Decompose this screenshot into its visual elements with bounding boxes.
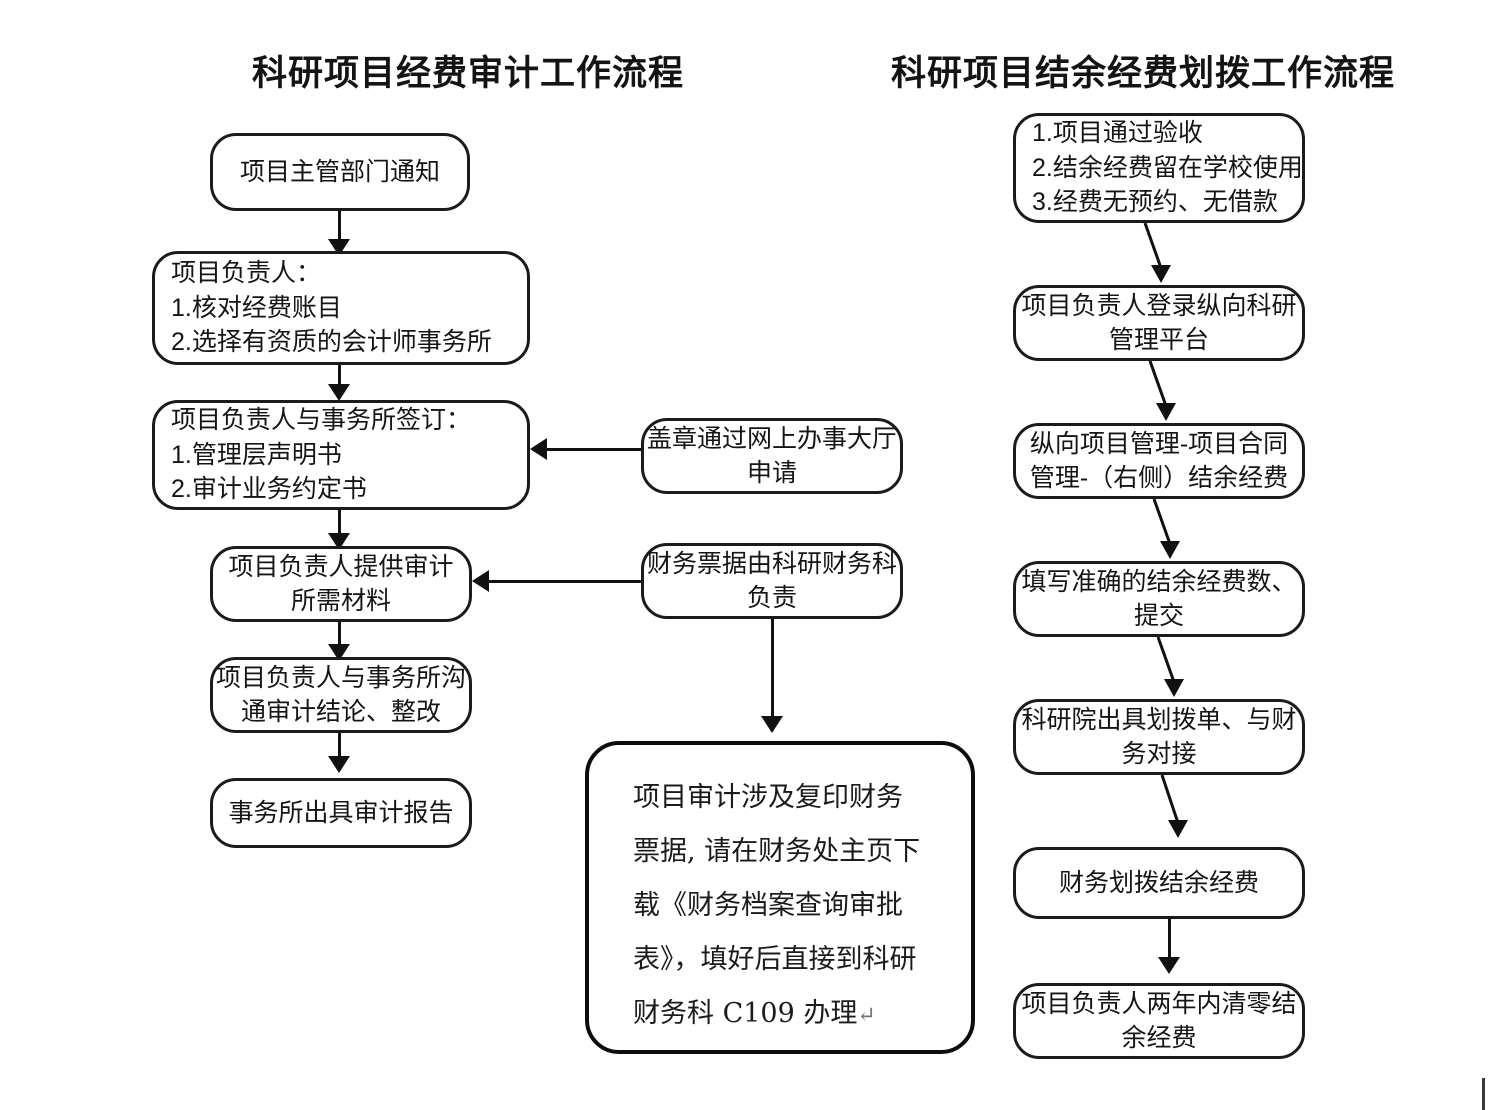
node-left-3-line-2: 1.管理层声明书 [171, 440, 342, 469]
node-right-5-line-2: 务对接 [1121, 740, 1197, 768]
node-right-3-line-1: 纵向项目管理-项目合同 [1029, 429, 1289, 458]
connector-middle-1-to-left-3 [547, 448, 641, 451]
node-right-4: 填写准确的结余经费数、 提交 [1013, 561, 1305, 637]
node-left-5-line-2: 通审计结论、整改 [240, 698, 441, 726]
node-left-3: 项目负责人与事务所签订： 1.管理层声明书 2.审计业务约定书 [152, 400, 530, 510]
note-box: 项目审计涉及复印财务 票据, 请在财务处主页下 载《财务档案查询审批 表》，填好… [585, 741, 975, 1054]
node-right-2-line-2: 管理平台 [1108, 326, 1209, 354]
node-right-6: 财务划拨结余经费 [1013, 847, 1305, 919]
note-line-2: 票据, 请在财务处主页下 [633, 836, 921, 867]
connector-right-6-7 [1168, 919, 1171, 967]
connector-right-1-2 [1143, 223, 1171, 283]
node-left-4-line-2: 所需材料 [290, 587, 391, 615]
node-right-2: 项目负责人登录纵向科研 管理平台 [1013, 285, 1305, 361]
node-right-6-line-1: 财务划拨结余经费 [1058, 868, 1259, 897]
connector-right-4-5 [1156, 637, 1184, 697]
connector-middle-2-to-left-4 [489, 580, 641, 583]
node-right-2-line-1: 项目负责人登录纵向科研 [1021, 291, 1297, 320]
node-right-1: 1.项目通过验收 2.结余经费留在学校使用 3.经费无预约、无借款 [1013, 113, 1305, 223]
node-right-7-line-1: 项目负责人两年内清零结 [1021, 989, 1297, 1018]
arrowhead-left-2-3 [328, 384, 350, 401]
node-left-1-line-1: 项目主管部门通知 [239, 157, 440, 186]
connector-left-5-6 [338, 733, 341, 766]
node-left-5-line-1: 项目负责人与事务所沟 [215, 663, 466, 692]
right-flow-title: 科研项目结余经费划拨工作流程 [891, 54, 1396, 93]
node-right-7: 项目负责人两年内清零结 余经费 [1013, 983, 1305, 1059]
node-right-4-line-2: 提交 [1133, 602, 1184, 630]
node-right-7-line-2: 余经费 [1121, 1024, 1197, 1052]
note-line-5-text: 财务科 C109 办理 [633, 998, 858, 1029]
arrowhead-left-4-5 [328, 644, 350, 661]
connector-left-4-5 [338, 622, 341, 654]
node-right-1-line-2: 2.结余经费留在学校使用 [1032, 153, 1303, 182]
node-right-4-line-1: 填写准确的结余经费数、 [1021, 567, 1297, 596]
connector-left-3-4 [338, 510, 341, 543]
connector-right-5-6 [1160, 775, 1188, 838]
node-right-5-line-1: 科研院出具划拨单、与财 [1021, 705, 1297, 734]
node-left-6-line-1: 事务所出具审计报告 [228, 798, 454, 827]
connector-middle-2-to-note [771, 619, 774, 723]
node-right-5: 科研院出具划拨单、与财 务对接 [1013, 699, 1305, 775]
node-left-5: 项目负责人与事务所沟 通审计结论、整改 [210, 657, 472, 733]
node-left-2-line-3: 2.选择有资质的会计师事务所 [171, 328, 492, 357]
node-middle-2-line-1: 财务票据由科研财务科 [646, 549, 897, 578]
node-right-3: 纵向项目管理-项目合同 管理-（右侧）结余经费 [1013, 423, 1305, 499]
connector-left-1-2 [338, 211, 341, 249]
left-flow-title: 科研项目经费审计工作流程 [252, 54, 685, 93]
node-left-3-line-3: 2.审计业务约定书 [171, 475, 367, 504]
note-line-1: 项目审计涉及复印财务 [633, 782, 903, 813]
note-line-4: 表》，填好后直接到科研 [633, 944, 917, 975]
arrowhead-middle-2-to-note [761, 716, 783, 733]
note-line-3: 载《财务档案查询审批 [633, 890, 903, 921]
node-middle-2: 财务票据由科研财务科 负责 [641, 543, 903, 619]
node-right-1-line-1: 1.项目通过验收 [1032, 119, 1203, 148]
node-left-6: 事务所出具审计报告 [210, 778, 472, 848]
pilcrow-mark: ↵ [857, 1003, 876, 1028]
node-left-1: 项目主管部门通知 [210, 133, 470, 211]
node-middle-2-line-2: 负责 [746, 584, 797, 612]
connector-left-2-3 [338, 365, 341, 394]
node-middle-1: 盖章通过网上办事大厅 申请 [641, 418, 903, 494]
note-line-5: 财务科 C109 办理↵ [633, 987, 941, 1041]
arrowhead-left-5-6 [328, 756, 350, 773]
arrowhead-left-3-4 [328, 533, 350, 550]
arrowhead-middle-1-to-left-3 [530, 438, 547, 460]
node-left-2-line-2: 1.核对经费账目 [171, 293, 342, 322]
node-middle-1-line-2: 申请 [746, 459, 797, 487]
node-left-4-line-1: 项目负责人提供审计 [228, 552, 454, 581]
arrowhead-middle-2-to-left-4 [472, 570, 489, 592]
node-left-3-line-1: 项目负责人与事务所签订： [171, 406, 472, 435]
page-edge-marker [1482, 1078, 1485, 1110]
node-left-4: 项目负责人提供审计 所需材料 [210, 546, 472, 622]
node-left-2: 项目负责人： 1.核对经费账目 2.选择有资质的会计师事务所 [152, 251, 530, 365]
node-right-3-line-2: 管理-（右侧）结余经费 [1029, 464, 1289, 492]
node-right-1-line-3: 3.经费无预约、无借款 [1032, 188, 1278, 217]
arrowhead-right-6-7 [1158, 957, 1180, 974]
connector-right-2-3 [1148, 361, 1176, 421]
connector-right-3-4 [1152, 499, 1180, 559]
node-middle-1-line-1: 盖章通过网上办事大厅 [646, 424, 897, 453]
node-left-2-line-1: 项目负责人： [171, 259, 322, 288]
